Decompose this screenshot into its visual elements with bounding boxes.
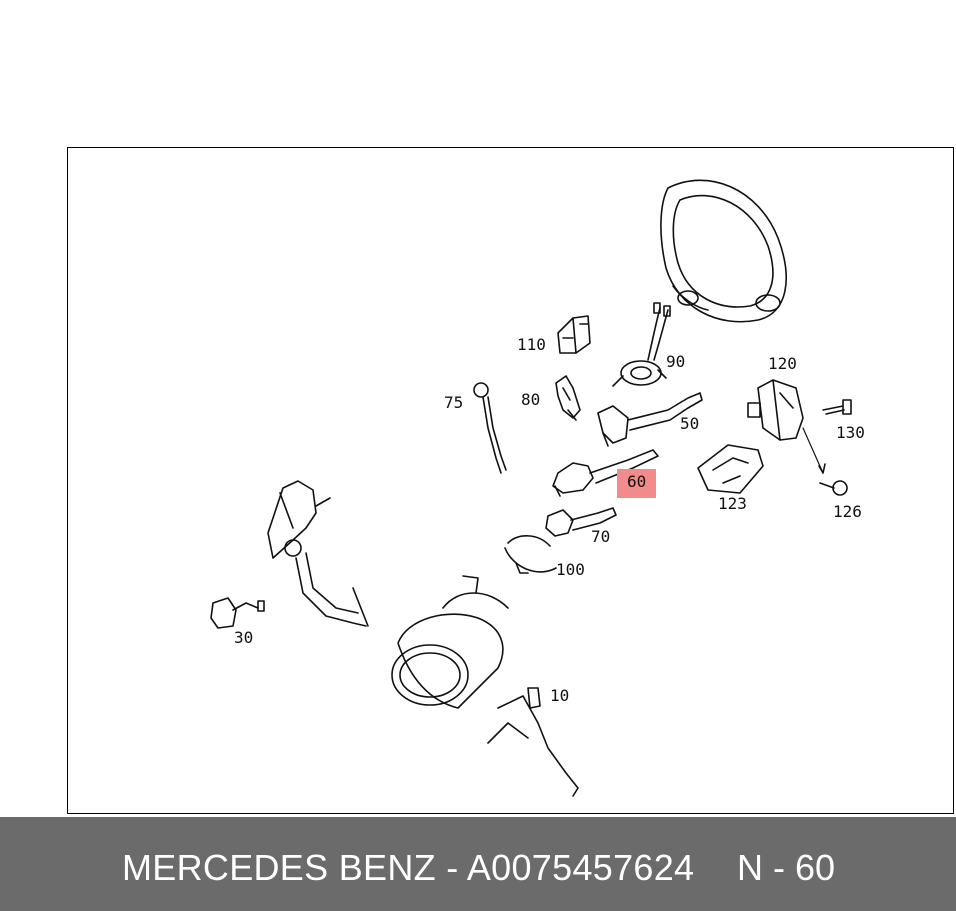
footer-part-code: N - 60: [737, 847, 836, 888]
footer-bar: MERCEDES BENZ - A0075457624 N - 60: [0, 817, 956, 911]
steering-wheel: [660, 179, 787, 323]
part-label-120[interactable]: 120: [768, 354, 797, 373]
part-label-130[interactable]: 130: [836, 423, 865, 442]
part-label-80[interactable]: 80: [521, 390, 541, 409]
part-126-drawing: [802, 427, 848, 496]
part-label-90[interactable]: 90: [666, 352, 686, 371]
part-label-30[interactable]: 30: [234, 628, 254, 647]
part-label-123[interactable]: 123: [718, 494, 747, 513]
steering-column-shroud-drawing: [391, 575, 509, 709]
part-75-drawing: [473, 382, 507, 474]
part-123-drawing: [697, 444, 764, 494]
exploded-parts-drawing: [210, 179, 852, 797]
part-80-drawing: [555, 375, 581, 421]
part-110-drawing: [557, 315, 591, 354]
part-90-drawing: [612, 302, 671, 387]
part-10-drawing: [487, 687, 579, 797]
footer-title: MERCEDES BENZ - A0075457624: [122, 847, 695, 888]
part-label-60-highlighted[interactable]: 60: [617, 469, 657, 498]
part-label-110[interactable]: 110: [517, 335, 546, 354]
part-100-drawing: [504, 535, 557, 574]
part-label-100[interactable]: 100: [556, 560, 585, 579]
part-50-drawing: [597, 392, 703, 447]
diagram-frame: 110 90 120 75 80 50 130 60 123 126 70 10…: [67, 147, 954, 814]
pedal-assembly-drawing: [267, 480, 369, 627]
part-label-10[interactable]: 10: [550, 686, 570, 705]
part-70-drawing: [545, 507, 617, 537]
part-30-drawing: [210, 597, 265, 629]
part-label-75[interactable]: 75: [444, 393, 464, 412]
part-120-drawing: [747, 379, 804, 441]
part-130-drawing: [822, 399, 852, 415]
part-label-50[interactable]: 50: [680, 414, 700, 433]
part-label-126[interactable]: 126: [833, 502, 862, 521]
part-label-70[interactable]: 70: [591, 527, 611, 546]
